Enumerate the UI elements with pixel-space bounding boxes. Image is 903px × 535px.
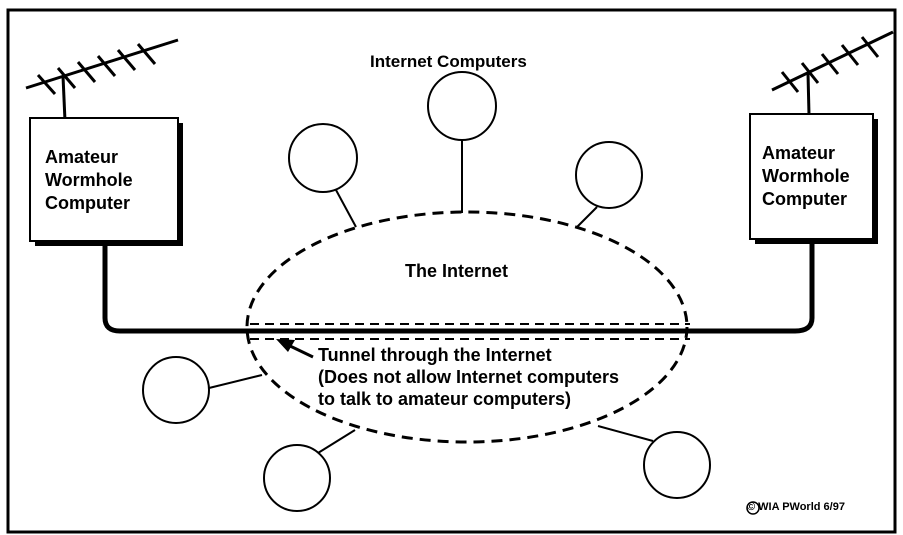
left-computer-label-line: Amateur xyxy=(45,147,119,167)
internet-computer-node xyxy=(142,356,263,424)
right-computer-label-line: Wormhole xyxy=(762,166,850,186)
internet-computer-node xyxy=(575,141,643,228)
internet-computers-label: Internet Computers xyxy=(370,52,527,71)
right-computer-label-line: Amateur xyxy=(762,143,836,163)
tunnel-label-line: (Does not allow Internet computers xyxy=(318,367,620,387)
left-computer-label: Amateur Wormhole Computer xyxy=(45,146,165,215)
tunnel-label-line: to talk to amateur computers) xyxy=(318,389,572,409)
internet-label: The Internet xyxy=(405,261,509,281)
copyright-icon xyxy=(746,501,760,515)
left-computer-label-line: Wormhole xyxy=(45,170,133,190)
internet-computer-node xyxy=(288,123,358,228)
left-computer-label-line: Computer xyxy=(45,193,130,213)
left-wormhole-computer xyxy=(29,117,183,246)
tunnel-label-line: Tunnel through the Internet xyxy=(318,345,552,365)
right-antenna-icon xyxy=(771,30,894,116)
credit-label: © WIA PWorld 6/97 xyxy=(747,501,845,513)
internet-computer-node xyxy=(597,425,711,499)
tunnel-pointer-arrow-icon xyxy=(276,339,314,359)
tunnel-label: Tunnel through the Internet (Does not al… xyxy=(318,344,619,410)
tunnel-link-line xyxy=(102,239,815,334)
internet-computer-node xyxy=(263,429,356,512)
internet-computer-node xyxy=(427,71,497,213)
right-wormhole-computer xyxy=(749,113,878,244)
diagram-frame xyxy=(6,8,897,534)
left-antenna-icon xyxy=(25,38,179,122)
right-computer-label-line: Computer xyxy=(762,189,847,209)
internet-cloud xyxy=(245,210,689,444)
right-computer-label: Amateur Wormhole Computer xyxy=(762,142,882,211)
